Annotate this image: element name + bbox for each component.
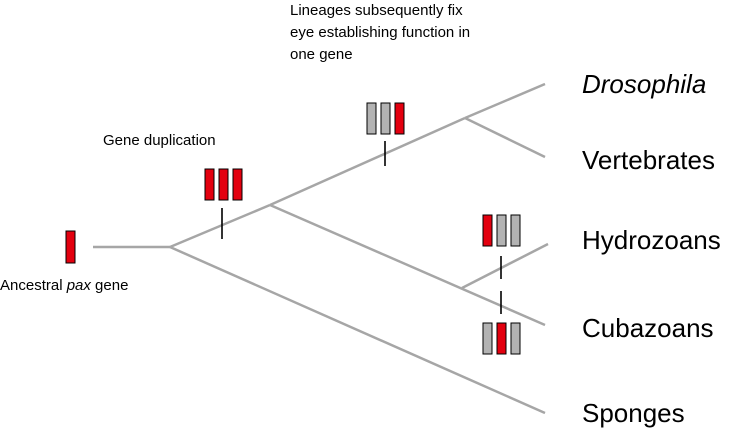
hydrozoan-gene-box-2 xyxy=(496,214,507,247)
lineages-note-line-2: eye establishing function in xyxy=(290,24,471,41)
taxon-hydrozoans: Hydrozoans xyxy=(582,225,721,255)
ancestral-label-prefix: Ancestral xyxy=(0,277,67,294)
gene-boxes xyxy=(65,102,521,355)
bilaterian-gene-set xyxy=(366,102,405,135)
lineages-fix-note: Lineages subsequently fix eye establishi… xyxy=(290,0,470,66)
cubazoan-gene-box-3 xyxy=(510,322,521,355)
taxon-cubazoans: Cubazoans xyxy=(582,313,714,343)
branch-to-vertebrates xyxy=(464,116,546,159)
branch-to-hydrozoans xyxy=(461,242,549,290)
branch-to-sponges xyxy=(169,245,546,415)
cubazoan-gene-box-2 xyxy=(496,322,507,355)
bilaterian-gene-box-2 xyxy=(380,102,391,135)
branch-to-bilateria xyxy=(269,116,466,207)
ancestral-gene-box-1 xyxy=(65,230,76,264)
taxon-sponges: Sponges xyxy=(582,398,685,428)
ancestral-gene-label: Ancestral pax gene xyxy=(0,275,128,297)
duplication-gene-box-1 xyxy=(204,168,215,201)
duplication-gene-box-2 xyxy=(218,168,229,201)
cubazoan-gene-set xyxy=(482,322,521,355)
hydrozoan-gene-box-3 xyxy=(510,214,521,247)
event-tick-marks xyxy=(221,141,502,314)
duplication-gene-box-3 xyxy=(232,168,243,201)
hydrozoan-gene-box-1 xyxy=(482,214,493,247)
branch-to-eumetazoa xyxy=(169,203,271,249)
taxon-drosophila: Drosophila xyxy=(582,69,707,99)
gene-duplication-label: Gene duplication xyxy=(103,132,216,149)
ancestral-label-pax: pax xyxy=(66,277,91,294)
branch-to-drosophila xyxy=(464,82,546,120)
ancestral-gene-set xyxy=(65,230,76,264)
tree-branches xyxy=(93,82,549,415)
cubazoan-gene-box-1 xyxy=(482,322,493,355)
lineages-note-line-3: one gene xyxy=(290,46,353,63)
taxon-vertebrates: Vertebrates xyxy=(582,145,715,175)
lineages-note-line-1: Lineages subsequently fix xyxy=(290,2,463,19)
bilaterian-gene-box-3 xyxy=(394,102,405,135)
ancestral-label-suffix: gene xyxy=(90,277,129,294)
branch-to-cnidaria xyxy=(269,203,546,327)
duplicated-gene-set xyxy=(204,168,243,201)
bilaterian-gene-box-1 xyxy=(366,102,377,135)
hydrozoan-gene-set xyxy=(482,214,521,247)
